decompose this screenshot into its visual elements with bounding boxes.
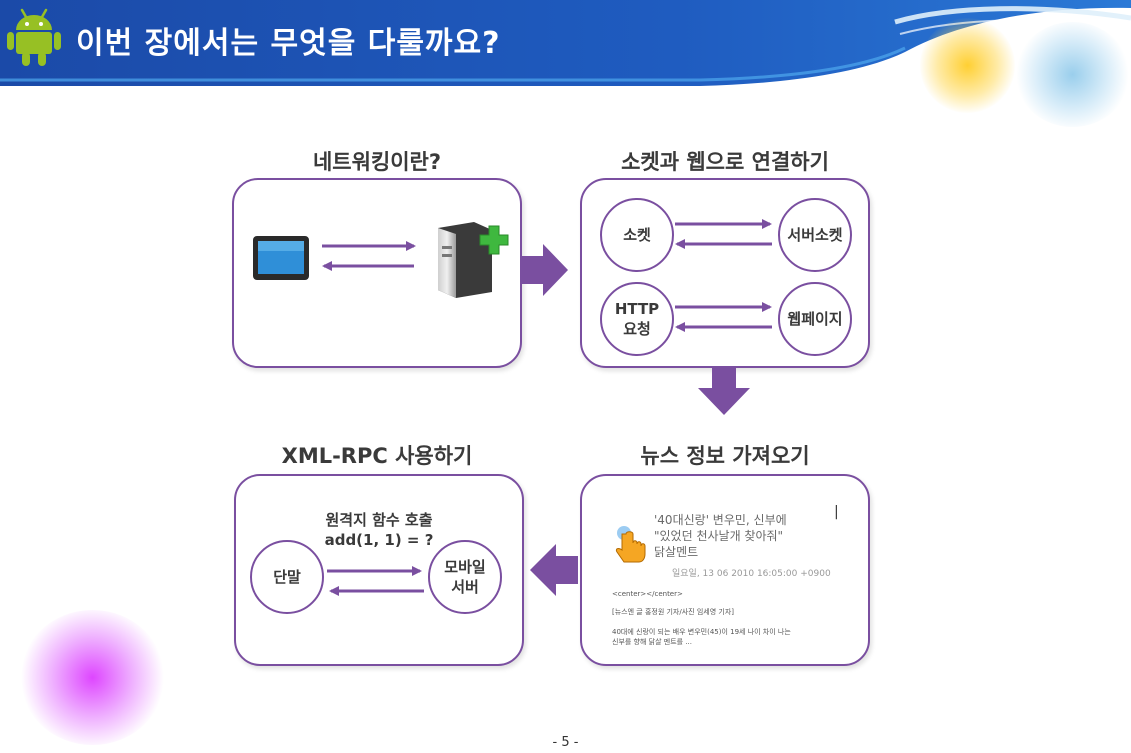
section-title-news: 뉴스 정보 가져오기 (640, 444, 810, 468)
news-panel: '40대신랑' 변우민, 신부에 "있었던 천사날개 찾아줘" 닭살멘트 | 일… (580, 474, 870, 666)
news-headline: '40대신랑' 변우민, 신부에 "있었던 천사날개 찾아줘" 닭살멘트 (654, 513, 787, 559)
flow-arrow-down (698, 366, 750, 415)
text-cursor: | (834, 504, 839, 520)
server-icon (438, 222, 492, 298)
decorative-yellow-blob (920, 18, 1015, 113)
section-title-networking: 네트워킹이란? (312, 150, 442, 174)
tablet-icon (253, 236, 309, 280)
decorative-blue-blob (1015, 22, 1130, 127)
decorative-magenta-blob (20, 610, 165, 745)
rpc-caption: 원격지 함수 호출 add(1, 1) = ? (324, 511, 434, 549)
flow-arrow-right (520, 244, 568, 296)
page-number: - 5 - (552, 735, 579, 750)
banner-background (0, 0, 1131, 86)
server-socket-node: 서버소켓 (778, 198, 852, 272)
flow-arrow-left (530, 544, 578, 596)
news-center-tag: <center></center> (612, 590, 683, 598)
slide-title: 이번 장에서는 무엇을 다룰까요? (76, 26, 501, 61)
terminal-node: 단말 (250, 540, 324, 614)
webpage-node: 웹페이지 (778, 282, 852, 356)
news-date: 일요일, 13 06 2010 16:05:00 +0900 (672, 569, 831, 579)
section-title-socket-web: 소켓과 웹으로 연결하기 (621, 150, 829, 174)
news-body: 40대에 신랑이 되는 배우 변우민(45)이 19세 나이 차이 나는 신부를… (612, 628, 791, 646)
android-icon (7, 8, 61, 66)
section-title-xml-rpc: XML-RPC 사용하기 (281, 444, 473, 468)
news-credit: [뉴스엔 글 홍정원 기자/사진 임세영 기자] (612, 608, 734, 616)
plus-icon (479, 225, 509, 255)
networking-panel (232, 178, 522, 368)
pointer-hand-icon (615, 526, 646, 563)
socket-node: 소켓 (600, 198, 674, 272)
